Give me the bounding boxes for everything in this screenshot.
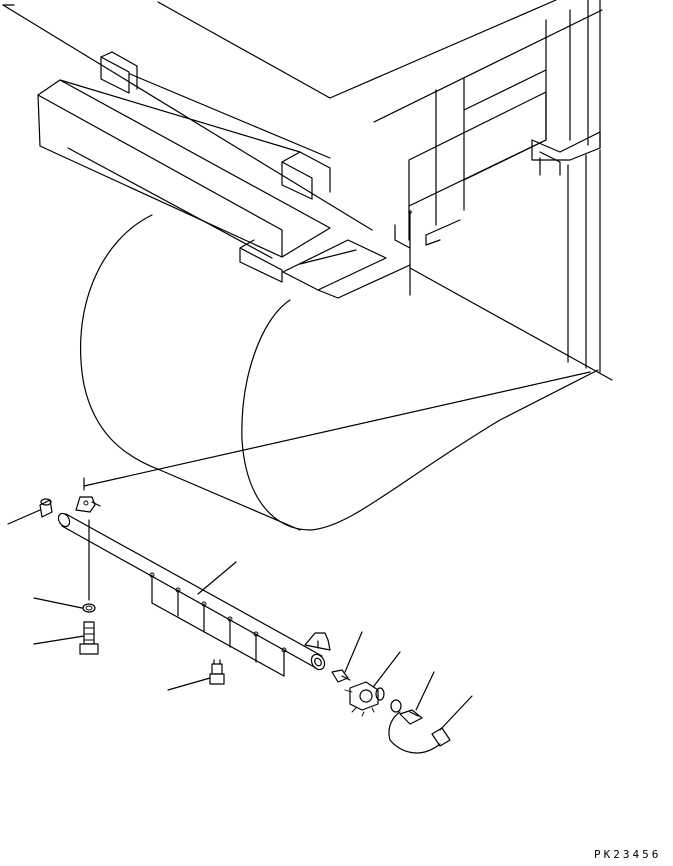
leader-lines: [7, 509, 473, 731]
o-ring: [390, 699, 402, 713]
drain-hose-cap: [388, 711, 451, 754]
machine-frame: [2, 0, 613, 381]
hex-bolt: [79, 621, 99, 655]
drawing-reference-code: PK23456: [594, 848, 662, 861]
drain-nipple: [209, 659, 225, 685]
nipple-fitting: [331, 669, 351, 683]
washer: [82, 603, 96, 613]
cap-plug: [39, 498, 53, 518]
fuel-tank: [80, 214, 599, 531]
hose-adapter: [399, 709, 423, 725]
header-pipe-assembly: [57, 496, 331, 677]
valve-body: [344, 681, 385, 717]
